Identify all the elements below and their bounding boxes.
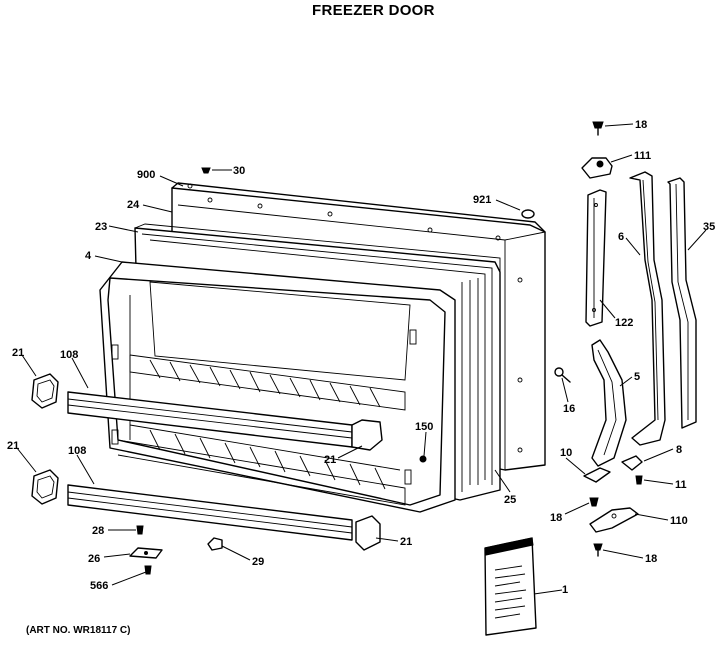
label-921: 921 xyxy=(473,194,491,206)
hinge-cap-111 xyxy=(581,157,613,179)
screw-18-bottom xyxy=(593,543,603,557)
label-10: 10 xyxy=(560,447,572,459)
label-18-middle: 18 xyxy=(550,512,562,524)
label-8: 8 xyxy=(676,444,682,456)
screw-11 xyxy=(635,475,643,485)
label-5: 5 xyxy=(634,371,640,383)
label-111: 111 xyxy=(634,150,651,162)
label-28: 28 xyxy=(92,525,104,537)
label-900: 900 xyxy=(137,169,155,181)
hinge-bar-6 xyxy=(629,171,666,446)
upper-shelf-ribs xyxy=(149,359,381,408)
label-25: 25 xyxy=(504,494,516,506)
plate-26 xyxy=(129,547,163,559)
label-35: 35 xyxy=(703,221,715,233)
screw-28 xyxy=(136,525,144,535)
end-cap-lower-right xyxy=(355,515,381,551)
screw-16 xyxy=(554,367,571,383)
label-18-bottom: 18 xyxy=(645,553,657,565)
label-6: 6 xyxy=(618,231,624,243)
screw-150 xyxy=(419,455,427,463)
diagram-title: FREEZER DOOR xyxy=(312,2,435,19)
label-16: 16 xyxy=(563,403,575,415)
label-150: 150 xyxy=(415,421,433,433)
upper-shelf-bar xyxy=(67,391,383,451)
instruction-booklet xyxy=(484,537,537,636)
hinge-bracket-10 xyxy=(583,467,611,483)
leader-lines xyxy=(16,123,707,595)
part-labels: 18 111 30 900 921 24 6 35 23 4 122 21 10… xyxy=(7,119,715,596)
label-21-lower-left: 21 xyxy=(7,440,19,452)
hinge-pin-8 xyxy=(621,455,643,471)
label-110: 110 xyxy=(670,515,688,527)
lower-shelf-bar xyxy=(67,484,353,541)
door-liner xyxy=(99,261,456,513)
label-108-upper: 108 xyxy=(60,349,78,361)
label-21-center: 21 xyxy=(324,454,336,466)
end-cap-upper-left xyxy=(31,373,59,409)
bottom-hinge-110 xyxy=(589,507,639,533)
label-24: 24 xyxy=(127,199,140,211)
label-30: 30 xyxy=(233,165,245,177)
lower-shelf-ribs xyxy=(149,429,386,490)
label-108-lower: 108 xyxy=(68,445,86,457)
trim-bar-35 xyxy=(667,177,697,429)
label-29: 29 xyxy=(252,556,264,568)
handle-5 xyxy=(591,339,627,467)
screw-566 xyxy=(144,565,152,575)
label-1: 1 xyxy=(562,584,568,596)
hinge-strip-122 xyxy=(585,189,607,327)
label-4: 4 xyxy=(85,250,92,262)
plug-29 xyxy=(207,537,223,551)
label-11: 11 xyxy=(675,479,687,491)
label-122: 122 xyxy=(615,317,633,329)
screw-30 xyxy=(201,167,211,174)
label-18-top: 18 xyxy=(635,119,647,131)
label-21-upper-left: 21 xyxy=(12,347,24,359)
art-number: (ART NO. WR18117 C) xyxy=(26,625,131,636)
label-566: 566 xyxy=(90,580,108,592)
label-21-lower-right: 21 xyxy=(400,536,412,548)
screw-18-mid xyxy=(589,497,599,507)
screw-18-top xyxy=(592,121,604,136)
label-23: 23 xyxy=(95,221,107,233)
label-26: 26 xyxy=(88,553,100,565)
end-cap-lower-left xyxy=(31,469,59,505)
